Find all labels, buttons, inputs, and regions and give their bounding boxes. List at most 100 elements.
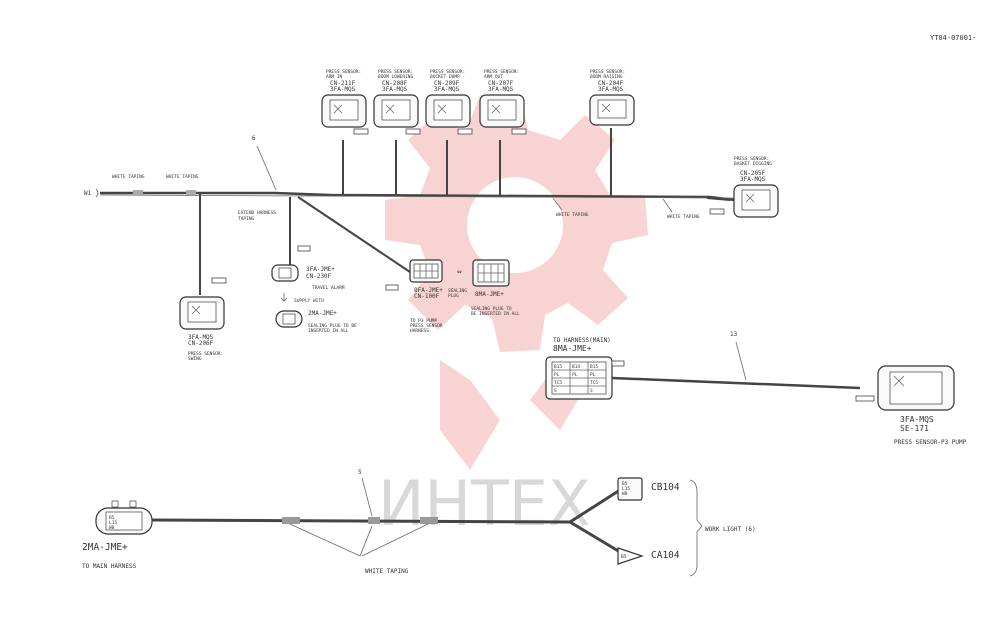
sensor-swing-caption-1: PRESS SENSOR: xyxy=(188,351,223,357)
sensor-bucket-dump-type: 3FA-MQS xyxy=(434,86,460,93)
wl-left-conn-type: 2MA-JME+ xyxy=(82,542,128,553)
sensor-basket-title: PRESS SENSOR: xyxy=(734,156,769,162)
top-sensor-branches xyxy=(342,128,731,201)
sensor-boom-raising: PRESS SENSOR: BOOM RAISING CN-204F 3FA-M… xyxy=(589,69,635,126)
wl-left-pin-2: L15 xyxy=(109,520,117,526)
wl-cb-pin-1: B5 xyxy=(622,481,628,487)
wl-left-pin-1: B5 xyxy=(109,515,115,521)
branch-number-6: 6 xyxy=(252,135,256,142)
wl-ca104-label: CA104 xyxy=(651,550,680,561)
p3-sensor-caption: PRESS SENSOR-P3 PUMP xyxy=(894,439,967,446)
sensor-boom-lowering: PRESS SENSOR: BOOM LOWERING CN-208F 3FA-… xyxy=(373,69,421,135)
worklight-left-connector: B5 L15 W8 xyxy=(95,500,153,535)
sensor-arm-out-sub: ARM OUT xyxy=(484,74,503,80)
center-conn-seal-2: PLUG xyxy=(448,293,459,299)
sensor-arm-out-cn: CN-207F xyxy=(488,80,514,87)
sensor-swing: 3FA-MQS CN-206F PRESS SENSOR: SWING xyxy=(179,296,225,362)
wl-left-caption: TO MAIN HARNESS xyxy=(82,563,137,570)
center-mate-note-2: BE INSERTED IN ALL xyxy=(471,311,520,317)
white-taping-1: WHITE TAPING xyxy=(112,174,145,180)
p3-pin-7: TC5 xyxy=(554,380,562,386)
white-taping-3: WHITE TAPING xyxy=(556,212,589,218)
p3-pin-6: PL xyxy=(590,372,596,378)
center-conn-note-1: TO P3 PUMP xyxy=(410,318,437,324)
p3-pin-3: B15 xyxy=(590,364,598,370)
sensor-bucket-dump: PRESS SENSOR: BUCKET DUMP CN-209F 3FA-MQ… xyxy=(425,69,473,135)
worklight-section: B5 L15 W8 2MA-JME+ TO MAIN HARNESS 5 WHI… xyxy=(82,469,756,577)
p3-sensor-type: 3FA-MQS xyxy=(900,415,934,424)
watermark-text: ИНТЕХ xyxy=(378,467,591,540)
extend-harness-label-1: EXTEND HARNESS xyxy=(238,210,276,216)
sensor-boom-raising-type: 3FA-MQS xyxy=(598,86,624,93)
sensor-arm-out-type: 3FA-MQS xyxy=(488,86,514,93)
sensor-swing-caption-2: SWING xyxy=(188,356,202,362)
p3-pin-1: B15 xyxy=(554,364,562,370)
center-conn-cn: CN-100F xyxy=(414,293,440,300)
sensor-basket-type: 3FA-MQS xyxy=(740,176,766,183)
p3-pin-10: S xyxy=(590,388,593,394)
center-conn-note-3: HARNESS xyxy=(410,328,429,334)
sensor-bucket-dump-cn: CN-209F xyxy=(434,80,460,87)
sensor-boom-raising-cn: CN-204F xyxy=(598,80,624,87)
center-connector-cn100f: 8FA-JME+ CN-100F SEALING PLUG TO P3 PUMP… xyxy=(409,259,467,334)
wl-cb-pin-2: L15 xyxy=(622,486,630,492)
wl-left-pin-3: W8 xyxy=(109,525,115,531)
sensor-basket-cn: CN-205F xyxy=(740,170,766,177)
center-mate-type: 8MA-JME+ xyxy=(475,291,504,298)
travel-alarm-label: TRAVEL ALARM xyxy=(312,285,345,291)
white-taping-2: WHITE TAPING xyxy=(166,174,199,180)
wl-taping: WHITE TAPING xyxy=(365,568,409,575)
wl-ca104-connector: B5 xyxy=(617,547,644,565)
p3-pin-4: PL xyxy=(554,372,560,378)
p3-branch-number: 13 xyxy=(730,331,738,338)
wl-ca-pin: B5 xyxy=(621,554,627,560)
sensor-swing-cn: CN-206F xyxy=(188,340,214,347)
travel-alarm-branch xyxy=(289,197,311,265)
p3-pressure-sensor: 3FA-MQS SE-171 PRESS SENSOR-P3 PUMP xyxy=(855,365,967,446)
center-conn-note-2: PRESS SENSOR xyxy=(410,323,443,329)
center-branch xyxy=(297,196,411,291)
sensor-boom-lowering-type: 3FA-MQS xyxy=(382,86,408,93)
wl-group-label: WORK LIGHT (6) xyxy=(705,526,756,533)
p3-pin-8: S xyxy=(554,388,557,394)
sensor-bucket-dump-title: PRESS SENSOR: xyxy=(430,69,465,75)
p3-harness-label: TO HARNESS(MAIN) xyxy=(553,337,611,344)
wl-cb104-label: CB104 xyxy=(651,482,680,493)
travel-alarm-connector: 3FA-JME+ CN-230F TRAVEL ALARM SUPPLY WIT… xyxy=(271,264,357,334)
sensor-arm-out-title: PRESS SENSOR: xyxy=(484,69,519,75)
left-end-label: W1 xyxy=(84,190,92,197)
extend-harness-label-2: TAPING xyxy=(238,216,255,222)
sensor-arm-in-type: 3FA-MQS xyxy=(330,86,356,93)
sensor-arm-in-cn: CN-211F xyxy=(330,80,356,87)
sensor-boom-raising-sub: BOOM RAISING xyxy=(590,74,623,80)
sensor-boom-lowering-sub: BOOM LOWERING xyxy=(378,74,414,80)
p3-sensor-id: SE-171 xyxy=(900,424,929,433)
sensor-arm-in-sub: ARM IN xyxy=(326,74,343,80)
sensor-swing-type: 3FA-MQS xyxy=(188,334,214,341)
center-conn-type: 8FA-JME+ xyxy=(414,287,443,294)
center-mate-connector: 8MA-JME+ SEALING PLUG TO BE INSERTED IN … xyxy=(471,259,520,317)
sensor-arm-in-title: PRESS SENSOR: xyxy=(326,69,361,75)
sensor-basket-sub: BASKET DIGGING xyxy=(734,161,772,167)
sensor-basket-digging: PRESS SENSOR: BASKET DIGGING CN-205F 3FA… xyxy=(709,156,779,218)
sensor-bucket-dump-sub: BUCKET DUMP xyxy=(430,74,460,80)
sensor-arm-in: PRESS SENSOR: ARM IN CN-211F 3FA-MQS xyxy=(321,69,369,135)
white-taping-4: WHITE TAPING xyxy=(667,214,700,220)
p3-pin-9: TC5 xyxy=(590,380,598,386)
wl-cb104-connector: B5 L15 W8 xyxy=(617,477,643,501)
sensor-boom-lowering-title: PRESS SENSOR: xyxy=(378,69,413,75)
sensor-boom-raising-title: PRESS SENSOR: xyxy=(590,69,625,75)
travel-alarm-supply: SUPPLY WITH xyxy=(294,298,324,304)
p3-conn-type: 8MA-JME+ xyxy=(553,344,592,353)
travel-alarm-cn: CN-230F xyxy=(306,273,332,280)
double-arrow-glyph: ⇔ xyxy=(457,267,462,276)
wl-cb-pin-3: W8 xyxy=(622,491,628,497)
travel-alarm-mate: 2MA-JME+ xyxy=(308,310,337,317)
p3-pin-5: PL xyxy=(572,372,578,378)
travel-alarm-seal-1: SEALING PLUG TO BE xyxy=(308,323,357,329)
p3-pin-2: B14 xyxy=(572,364,580,370)
travel-alarm-type: 3FA-JME+ xyxy=(306,266,335,273)
center-mate-note-1: SEALING PLUG TO xyxy=(471,306,512,312)
sensor-boom-lowering-cn: CN-208F xyxy=(382,80,408,87)
